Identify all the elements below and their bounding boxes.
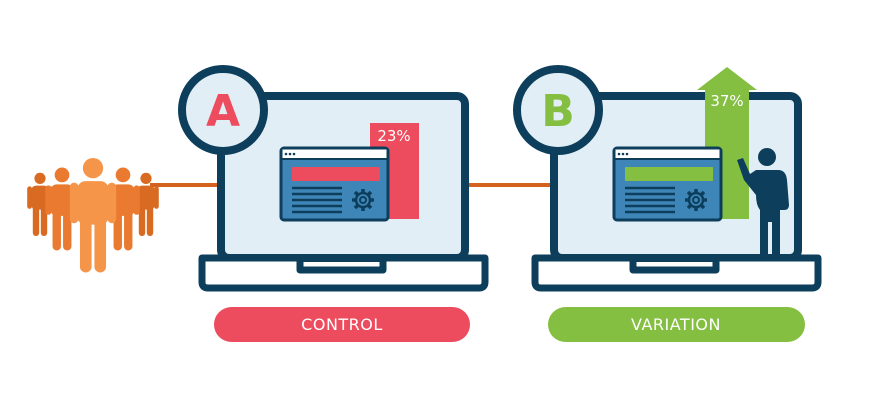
variation-label-pill: VARIATION — [548, 307, 805, 342]
people-group-icon — [27, 157, 159, 273]
variation-label: VARIATION — [631, 315, 721, 334]
variation-badge — [513, 65, 603, 155]
person-pointing-icon — [737, 148, 789, 254]
control-letter: A — [206, 86, 240, 137]
laptop-control: 23% A — [178, 65, 489, 292]
variation-percent: 37% — [710, 92, 743, 110]
laptop-variation: 37% B — [513, 65, 822, 292]
variation-letter: B — [541, 86, 575, 137]
control-badge — [178, 65, 268, 155]
browser-window-control — [279, 146, 390, 222]
browser-window-variation — [612, 146, 723, 222]
control-percent: 23% — [377, 127, 410, 145]
control-label: CONTROL — [301, 315, 383, 334]
control-label-pill: CONTROL — [214, 307, 470, 342]
